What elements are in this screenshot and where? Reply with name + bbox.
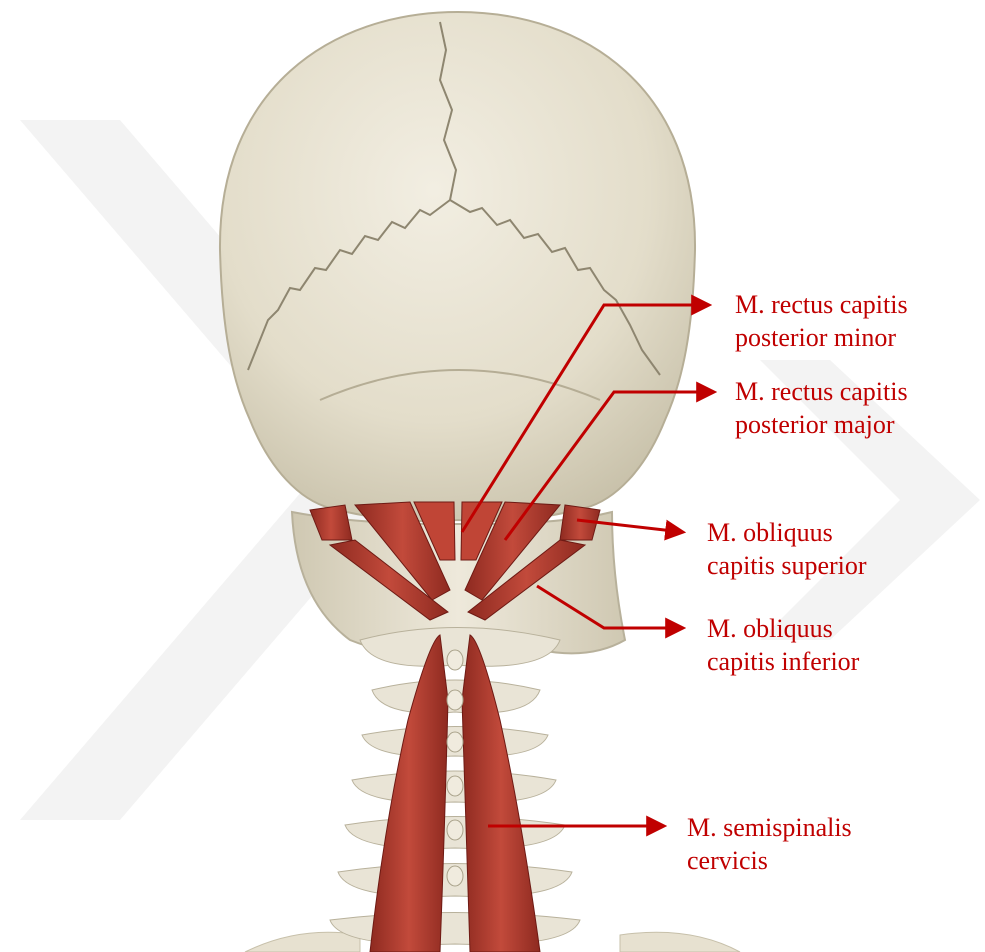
spinous-process [447,690,463,710]
shoulder-bone-left [245,932,360,952]
label-line: M. semispinalis [687,813,852,842]
label-line: posterior minor [735,323,896,352]
label-line: capitis superior [707,551,867,580]
label-line: posterior major [735,410,895,439]
spinous-process [447,650,463,670]
skull [220,12,695,521]
label-line: capitis inferior [707,647,860,676]
vertebra-c7 [330,913,580,945]
label-line: M. obliquus [707,518,833,547]
shoulder-bone-right [620,932,740,952]
spinous-process [447,732,463,752]
spinous-process [447,866,463,886]
label-semispinalis: M. semispinalis cervicis [687,813,852,875]
label-obliquus-sup: M. obliquus capitis superior [707,518,867,580]
spinous-process [447,820,463,840]
label-line: M. rectus capitis [735,290,908,319]
label-rcp-minor: M. rectus capitis posterior minor [735,290,908,352]
label-line: M. obliquus [707,614,833,643]
label-line: cervicis [687,846,768,875]
spinous-process [447,776,463,796]
label-line: M. rectus capitis [735,377,908,406]
